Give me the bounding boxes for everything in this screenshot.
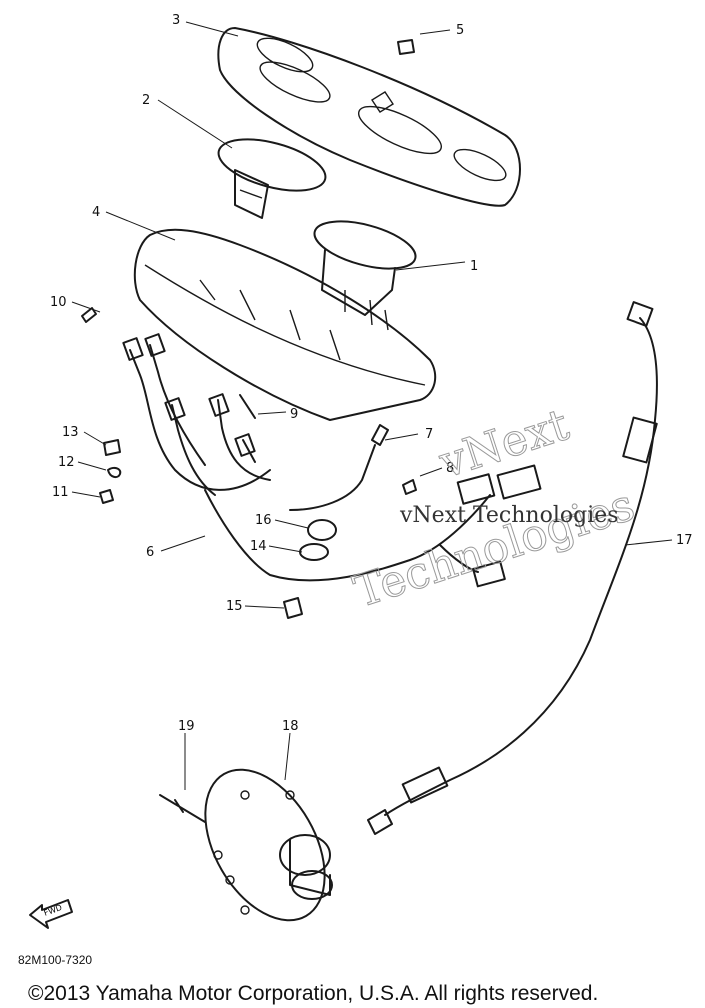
callout-15: 15: [226, 599, 243, 614]
side-screw: [81, 307, 97, 323]
callout-labels: 3 5 2 4 1 10 9 7 8 13 12 11 16 14 6 15 1…: [50, 13, 693, 734]
gear-unit-bolt: [159, 794, 206, 823]
watermark-line1: vNext: [433, 399, 575, 489]
clamp-screw: [402, 479, 417, 495]
damper-13: [103, 439, 121, 456]
copyright-notice: ©2013 Yamaha Motor Corporation, U.S.A. A…: [28, 982, 599, 1005]
fwd-arrow-icon: [29, 899, 73, 929]
collar-15: [283, 597, 303, 619]
callout-18: 18: [282, 719, 299, 734]
diagram-code: 82M100-7320: [18, 953, 93, 967]
callout-7: 7: [425, 427, 433, 442]
meter-case: [133, 228, 437, 421]
callout-13: 13: [62, 425, 79, 440]
bulb-sockets: [122, 333, 376, 511]
washer: [107, 466, 122, 479]
callout-9: 9: [290, 407, 298, 422]
speedometer-cable: [367, 301, 658, 835]
callout-17: 17: [676, 533, 693, 548]
callout-14: 14: [250, 539, 267, 554]
callout-12: 12: [58, 455, 75, 470]
speedometer: [313, 220, 417, 331]
watermark-line2: Technologies: [348, 479, 641, 617]
callout-8: 8: [446, 461, 454, 476]
damper-16: [307, 519, 337, 541]
watermark-overlay: vNext Technologies: [399, 503, 619, 528]
callout-1: 1: [470, 259, 478, 274]
leader-lines: [71, 21, 673, 790]
cover-grommet: [397, 39, 415, 55]
callout-10: 10: [50, 295, 67, 310]
watermark: vNext Technologies vNext Technologies: [347, 399, 641, 619]
grommet-14: [299, 543, 329, 561]
meter-cover: [217, 27, 521, 207]
callout-4: 4: [92, 205, 100, 220]
callout-11: 11: [52, 485, 69, 500]
lead-clamp: [371, 424, 389, 446]
callout-6: 6: [146, 545, 154, 560]
meter-lead: [204, 489, 491, 582]
case-screw: [239, 394, 256, 419]
callout-16: 16: [255, 513, 272, 528]
callout-3: 3: [172, 13, 180, 28]
callout-19: 19: [178, 719, 195, 734]
harness-connectors: [439, 464, 542, 588]
tachometer: [217, 138, 327, 219]
callout-5: 5: [456, 23, 464, 38]
speedometer-gear-unit: [204, 768, 333, 922]
nut: [99, 489, 114, 504]
callout-2: 2: [142, 93, 150, 108]
